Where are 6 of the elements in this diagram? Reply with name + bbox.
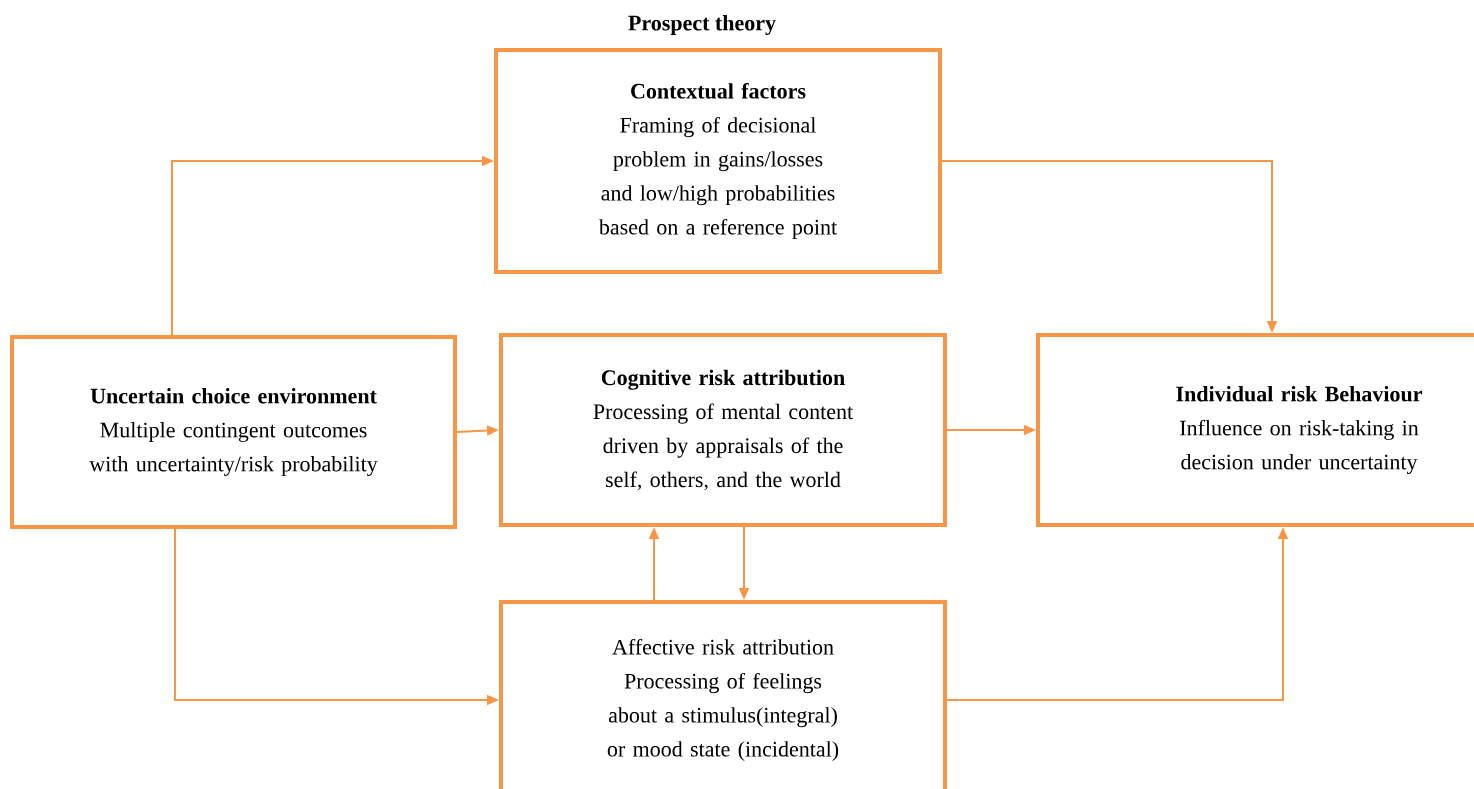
process-box: Contextual factors Framing of decisional problem in gains/losses and low/high probabilities based on a reference point [494, 48, 942, 274]
process-box: Individual risk Behaviour Influence on risk-taking in decision under uncertainty [1036, 333, 1474, 527]
process-box: Affective risk attribution Processing of feelings about a stimulus(integral) or mood state (incidental) [499, 600, 947, 789]
process-box: Uncertain choice environment Multiple contingent outcomes with uncertainty/risk probability [10, 335, 457, 529]
title: Prospect theory [628, 15, 776, 35]
process-box: Cognitive risk attribution Processing of mental content driven by appraisals of the self, others, and the world [499, 333, 947, 527]
